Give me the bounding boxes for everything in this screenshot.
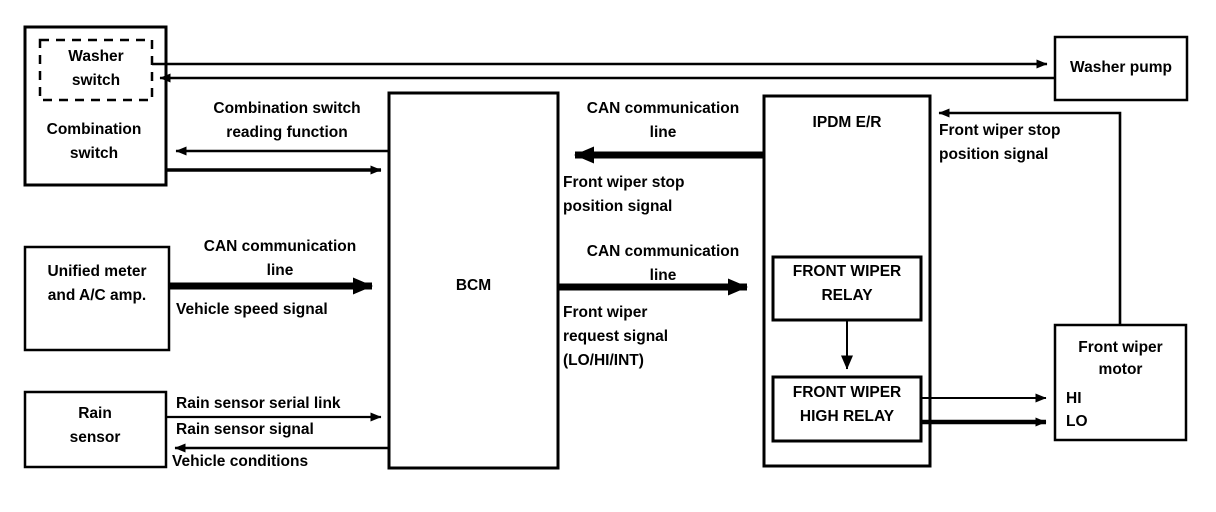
bcm-box bbox=[387, 91, 560, 470]
signal-label-rain-sensor-signal: Rain sensor signal bbox=[176, 421, 314, 438]
front-wiper-relay-label-line2: RELAY bbox=[821, 287, 873, 304]
signal-label-wiper-request-line3: (LO/HI/INT) bbox=[563, 352, 644, 369]
signal-label-can-bcm-to-ipdm-line1: CAN communication bbox=[586, 243, 740, 260]
rain-sensor-box bbox=[23, 390, 168, 469]
front-wiper-motor-label-line1: Front wiper bbox=[1078, 339, 1163, 356]
unified-meter-box bbox=[23, 245, 171, 352]
signal-label-can-ipdm-to-bcm-line1: CAN communication bbox=[586, 100, 740, 117]
front-wiper-high-relay-label-line1: FRONT WIPER bbox=[792, 384, 902, 401]
signal-label-can-meter-to-bcm-line1: CAN communication bbox=[203, 238, 357, 255]
front-wiper-motor-terminal-lo: LO bbox=[1066, 413, 1088, 430]
unified-meter-label-line2: and A/C amp. bbox=[47, 287, 147, 304]
signal-label-can-meter-to-bcm-line2: line bbox=[266, 262, 294, 279]
signal-label-combination-switch-reading-line1: Combination switch bbox=[213, 100, 361, 117]
rain-sensor-label-line2: sensor bbox=[69, 429, 121, 446]
combination-switch-label-line2: switch bbox=[69, 145, 119, 162]
ipdm-er-label: IPDM E/R bbox=[812, 114, 882, 131]
washer-switch-label-line2: switch bbox=[71, 72, 121, 89]
signal-label-stop-position-right-line2: position signal bbox=[939, 146, 1049, 163]
signal-label-can-bcm-to-ipdm-line2: line bbox=[649, 267, 677, 284]
front-wiper-high-relay-box bbox=[771, 375, 923, 443]
washer-switch-box bbox=[38, 38, 154, 102]
signal-label-rain-sensor-serial-link: Rain sensor serial link bbox=[176, 395, 341, 412]
bcm-label: BCM bbox=[455, 277, 492, 294]
combination-switch-label-line1: Combination bbox=[46, 121, 142, 138]
front-wiper-motor-terminal-hi: HI bbox=[1066, 390, 1082, 407]
front-wiper-high-relay-label-line2: HIGH RELAY bbox=[799, 408, 895, 425]
signal-label-combination-switch-reading-line2: reading function bbox=[226, 124, 348, 141]
washer-pump-box bbox=[1053, 35, 1189, 102]
front-wiper-relay-label-line1: FRONT WIPER bbox=[792, 263, 902, 280]
signal-label-vehicle-speed: Vehicle speed signal bbox=[176, 301, 328, 318]
washer-pump-label: Washer pump bbox=[1070, 59, 1172, 76]
front-wiper-motor-label-line2: motor bbox=[1098, 361, 1143, 378]
washer-switch-label-line1: Washer bbox=[68, 48, 124, 65]
signal-label-stop-position-left-line2: position signal bbox=[563, 198, 673, 215]
signal-label-can-ipdm-to-bcm-line2: line bbox=[649, 124, 677, 141]
signal-label-wiper-request-line1: Front wiper bbox=[563, 304, 648, 321]
signal-label-vehicle-conditions: Vehicle conditions bbox=[172, 453, 309, 470]
signal-label-stop-position-left-line1: Front wiper stop bbox=[563, 174, 685, 191]
signal-label-stop-position-right-line1: Front wiper stop bbox=[939, 122, 1061, 139]
signal-label-wiper-request-line2: request signal bbox=[563, 328, 669, 345]
unified-meter-label-line1: Unified meter bbox=[47, 263, 147, 280]
rain-sensor-label-line1: Rain bbox=[78, 405, 112, 422]
front-wiper-motor-box bbox=[1053, 323, 1188, 442]
line-motor-to-ipdm-stop-position bbox=[938, 108, 1122, 325]
